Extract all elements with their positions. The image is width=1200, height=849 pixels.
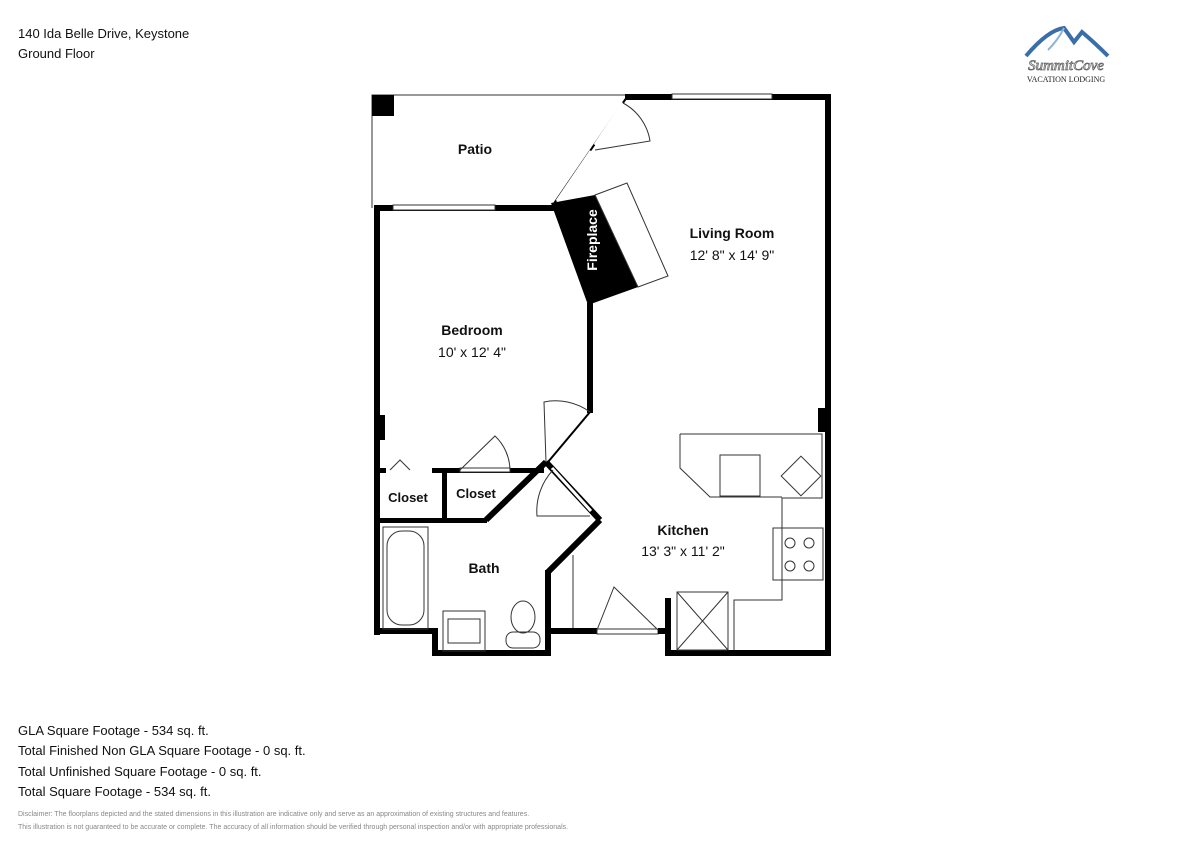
appliance	[719, 454, 761, 497]
fireplace-block	[551, 195, 638, 305]
svg-text:VACATION LODGING: VACATION LODGING	[1027, 75, 1106, 84]
room-label-living-room: Living Room	[690, 225, 775, 241]
gla-footage: GLA Square Footage - 534 sq. ft.	[18, 723, 209, 738]
toilet	[510, 600, 536, 634]
room-label-bedroom: Bedroom	[441, 322, 502, 338]
window	[671, 93, 773, 100]
room-label-kitchen: Kitchen	[657, 522, 708, 538]
room-dims-living-room: 12' 8" x 14' 9"	[690, 247, 775, 263]
fireplace-label: Fireplace	[584, 209, 600, 271]
address: 140 Ida Belle Drive, Keystone	[18, 26, 190, 41]
entry-door	[596, 628, 659, 635]
closet-door	[459, 467, 511, 473]
room-label-patio: Patio	[458, 141, 492, 157]
kitchen-counter	[680, 433, 823, 650]
svg-text:SummitCove: SummitCove	[1028, 58, 1104, 74]
walls	[374, 93, 831, 656]
room-label-closet-2: Closet	[456, 486, 496, 501]
summitcove-logo: SummitCove VACATION LODGING	[1024, 25, 1110, 84]
bath-sink	[442, 610, 486, 652]
stove	[772, 527, 824, 581]
floor-label: Ground Floor	[18, 46, 95, 61]
fixtures	[382, 433, 824, 652]
room-dims-bedroom: 10' x 12' 4"	[438, 344, 506, 360]
disclaimer-line-2: This illustration is not guaranteed to b…	[18, 824, 569, 831]
non-gla-footage: Total Finished Non GLA Square Footage - …	[18, 743, 306, 758]
bathtub	[386, 530, 425, 626]
patio-outline	[371, 94, 625, 208]
unfinished-footage: Total Unfinished Square Footage - 0 sq. …	[18, 764, 262, 779]
room-label-closet-1: Closet	[388, 490, 428, 505]
window	[392, 204, 496, 211]
disclaimer-line-1: Disclaimer: The floorplans depicted and …	[18, 811, 530, 818]
room-label-bath: Bath	[468, 560, 499, 576]
kitchen-sink	[780, 455, 822, 497]
room-dims-kitchen: 13' 3" x 11' 2"	[641, 543, 725, 559]
doors	[389, 96, 659, 631]
fridge	[676, 591, 729, 651]
total-footage: Total Square Footage - 534 sq. ft.	[18, 784, 211, 799]
hearth	[594, 182, 669, 288]
